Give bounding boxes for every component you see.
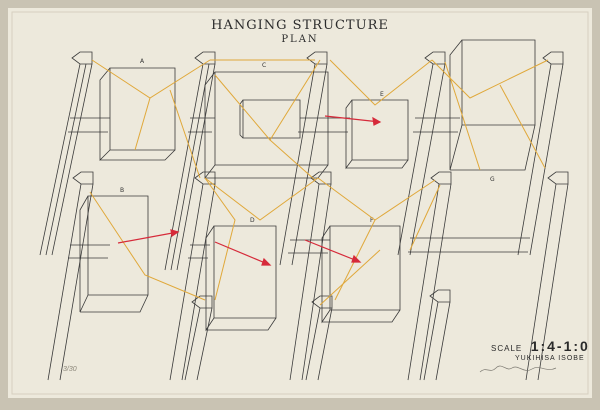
posts-row-2	[47, 171, 569, 381]
scale-value: 1:4-1:0	[530, 338, 590, 354]
signature-scribble	[479, 365, 557, 373]
box-g	[449, 39, 536, 171]
force-arrows	[117, 115, 382, 266]
box-label-g: G	[490, 176, 495, 183]
drawing-subtitle: PLAN	[281, 34, 319, 45]
box-label-f: F	[370, 217, 374, 224]
box-d	[205, 225, 277, 332]
edition-number: 3/30	[63, 366, 77, 373]
box-label-c: C	[262, 62, 266, 69]
paper-border	[11, 11, 589, 395]
box-f	[321, 225, 401, 324]
box-b	[79, 195, 149, 313]
box-a	[99, 67, 176, 161]
box-label-b: B	[120, 187, 124, 194]
beams	[68, 117, 530, 259]
author-name: YUKIHISA ISOBE	[515, 355, 585, 362]
box-e	[345, 99, 409, 170]
scale-block: SCALE 1:4-1:0 YUKIHISA ISOBE	[491, 338, 590, 362]
scale-label: SCALE	[491, 344, 523, 353]
drawing-title: HANGING STRUCTURE	[211, 18, 389, 33]
box-label-d: D	[250, 217, 255, 224]
hanging-strings	[89, 59, 549, 306]
box-label-e: E	[380, 91, 384, 98]
box-label-a: A	[140, 58, 145, 65]
